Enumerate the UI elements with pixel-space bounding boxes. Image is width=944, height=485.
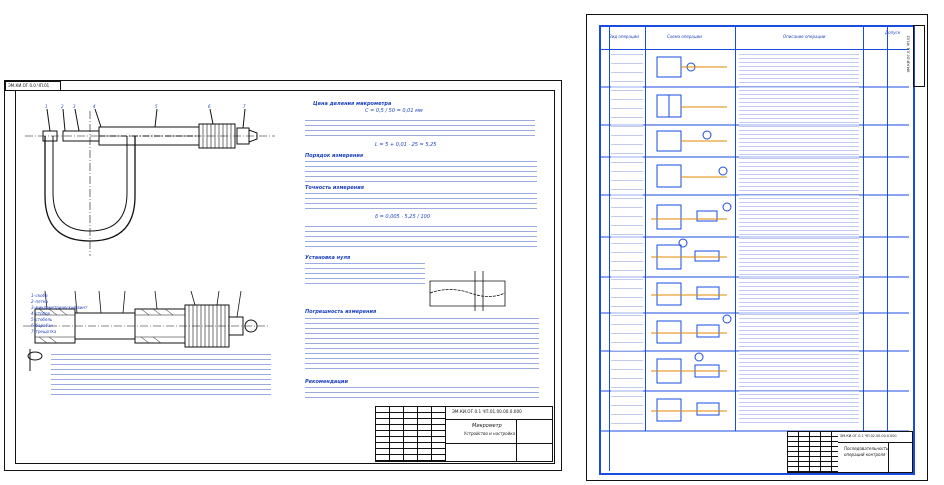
text-heading-3: Точность измерения	[305, 185, 364, 191]
legend-item: 3–микрометрический винт	[31, 305, 88, 310]
sheet-2-title-block: ЭМ.КИ.ОГ.0.1 ЧП.02.00.00.0.000 Последова…	[787, 431, 913, 473]
sheet-2-side-stamp: ЭМ.КИ.ОГ.0.1 ЧП.02	[907, 25, 925, 87]
svg-text:7: 7	[243, 104, 246, 109]
table-header: Вид операции Схема операции Описание опе…	[601, 27, 909, 50]
sheet-2-stamp-title: Последовательность	[844, 446, 889, 451]
text-block-8	[51, 353, 271, 399]
stamp-divider	[446, 443, 552, 444]
stamp-divider	[446, 419, 552, 420]
sheet-1-title-block: ЭМ.КИ.ОГ.0.1 ЧП.01.00.00.0.000 Микрометр…	[375, 406, 553, 462]
text-block-1	[305, 119, 535, 139]
svg-text:1: 1	[45, 104, 48, 109]
text-block-6	[305, 317, 539, 373]
col-line	[887, 27, 888, 431]
stamp-divider	[888, 442, 889, 472]
operation-column-text	[611, 53, 643, 425]
stamp-divider	[838, 442, 912, 443]
formula-2: L = 5 + 0,01 · 25 = 5,25	[375, 142, 437, 148]
svg-text:5: 5	[155, 104, 158, 109]
text-block-4	[305, 225, 537, 251]
text-heading-5: Погрешность измерения	[305, 309, 377, 315]
col-line	[863, 27, 864, 431]
legend-item: 5–стебель	[31, 317, 53, 322]
stamp-grid	[376, 407, 446, 461]
stamp-grid	[788, 432, 838, 472]
col-header-tolerance: Допуск	[885, 30, 901, 35]
sheet-1-frame	[15, 90, 555, 464]
col-line	[735, 27, 736, 431]
legend-item: 6–барабан	[31, 323, 53, 328]
sheet-2-code: ЭМ.КИ.ОГ.0.1 ЧП.02.00.00.0.000	[840, 434, 897, 438]
svg-text:3: 3	[73, 104, 76, 109]
stamp-divider	[516, 419, 517, 461]
svg-text:6: 6	[208, 104, 211, 109]
description-column-text	[739, 53, 859, 425]
formula-3: δ = 0,005 · 5,25 / 100	[375, 214, 431, 220]
text-block-2	[305, 160, 537, 182]
legend-item: 1–скоба	[31, 293, 48, 298]
text-block-3	[305, 192, 537, 212]
corner-label: ЭМ.КИ.ОГ.0.0.ЧП.01	[8, 83, 50, 88]
col-header-scheme: Схема операции	[667, 34, 702, 39]
text-block-5	[305, 262, 425, 288]
col-header-description: Описание операции	[783, 34, 826, 39]
text-heading-2: Порядок измерения	[305, 153, 364, 159]
col-line	[609, 27, 610, 471]
text-block-7	[305, 386, 539, 398]
micrometer-drawing: 1 2 3 4 5 6 7	[23, 104, 506, 371]
sheet-2-frame	[599, 25, 915, 475]
drawing-sheet-2: ЭМ.КИ.ОГ.0.1 ЧП.02 Вид операции Схема оп…	[586, 14, 928, 481]
sheet-2-stamp-sub: операций контроля	[844, 452, 886, 457]
drawing-sheet-1: ЭМ.КИ.ОГ.0.0.ЧП.01	[4, 80, 562, 471]
text-heading-6: Рекомендации	[305, 379, 348, 385]
col-header-operation: Вид операции	[609, 34, 639, 39]
svg-text:4: 4	[93, 104, 96, 109]
formula-1: C = 0,5 / 50 = 0,01 мм	[365, 108, 423, 114]
sheet-1-code: ЭМ.КИ.ОГ.0.1 ЧП.01.00.00.0.000	[452, 409, 522, 414]
legend-item: 4–стопор	[31, 311, 51, 316]
legend-item: 2–пятка	[31, 299, 48, 304]
legend-item: 7–трещотка	[31, 329, 57, 334]
sheet-1-stamp-title: Микрометр	[472, 423, 502, 429]
text-heading-4: Установка нуля	[305, 255, 351, 261]
col-line	[645, 27, 646, 431]
text-heading-1: Цена деления микрометра	[313, 101, 392, 107]
sheet-1-stamp-sub: Устройство и настройка	[464, 431, 516, 436]
svg-text:2: 2	[61, 104, 64, 109]
sheet-1-corner-stamp: ЭМ.КИ.ОГ.0.0.ЧП.01	[5, 81, 61, 91]
